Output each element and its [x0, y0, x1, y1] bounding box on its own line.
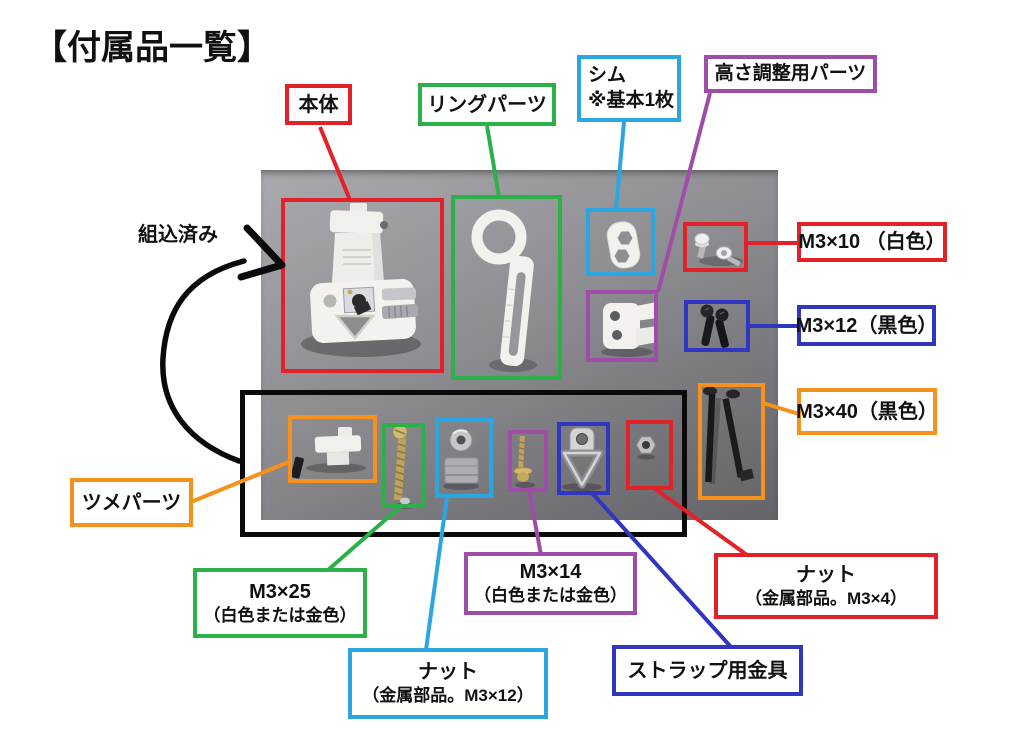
photo-box-m3x12 [684, 300, 750, 352]
callout-m3x25: M3×25 （白色または金色） [193, 568, 367, 638]
strap-fitting-part [560, 427, 604, 491]
parts-photo-drawing [290, 203, 755, 509]
m3x14-gold-screw [513, 435, 535, 488]
callout-ring-text: リングパーツ [427, 93, 547, 116]
photo-box-ring [451, 195, 562, 380]
callout-nut-m3x4-line2: （金属部品。M3×4） [745, 588, 907, 608]
callout-m3x25-line1: M3×25 [249, 580, 311, 603]
photo-box-m3x14 [508, 430, 548, 492]
preassembled-note: 組込済み [138, 224, 218, 246]
photo-box-nut-m3x4 [626, 420, 673, 490]
height-adjust-part [601, 302, 658, 357]
callout-height-adjust: 高さ調整用パーツ [704, 55, 877, 93]
callout-nut-m3x4: ナット （金属部品。M3×4） [714, 553, 938, 619]
callout-nut-m3x12: ナット （金属部品。M3×12） [348, 648, 548, 719]
callout-height-adjust-text: 高さ調整用パーツ [714, 62, 867, 84]
callout-m3x25-line2: （白色または金色） [203, 605, 357, 625]
shim-part [606, 221, 641, 269]
callout-body: 本体 [285, 84, 352, 125]
callout-body-text: 本体 [298, 93, 339, 116]
callout-strap-fitting: ストラップ用金具 [612, 645, 803, 696]
photo-box-nut-m3x12 [435, 418, 493, 498]
page-title: 【付属品一覧】 [33, 29, 271, 67]
claw-parts [290, 427, 366, 479]
callout-m3x10-text: M3×10 （白色） [798, 231, 946, 253]
callout-m3x12: M3×12（黒色） [795, 305, 938, 346]
callout-strap-fitting-text: ストラップ用金具 [627, 659, 788, 682]
callout-m3x10: M3×10 （白色） [797, 222, 947, 262]
callout-nut-m3x12-line1: ナット [418, 661, 478, 684]
callout-nut-m3x4-line1: ナット [796, 563, 856, 586]
photo-box-claw [288, 415, 377, 483]
callout-m3x40: M3×40（黒色） [796, 388, 938, 435]
m3x4-nut [635, 436, 657, 460]
photo-box-height [586, 290, 658, 362]
photo-box-m3x25 [382, 423, 425, 508]
ring-part [471, 209, 537, 372]
callout-claw-text: ツメパーツ [81, 491, 182, 514]
m3x12-nut [443, 428, 479, 490]
callout-m3x14: M3×14 （白色または金色） [464, 552, 637, 615]
callout-m3x12-text: M3×12（黒色） [795, 314, 938, 337]
callout-shim-line2: ※基本1枚 [588, 89, 675, 111]
callout-m3x40-text: M3×40（黒色） [796, 400, 938, 423]
callout-claw: ツメパーツ [70, 478, 193, 527]
callout-ring: リングパーツ [418, 83, 556, 126]
m3x40-black-screws [703, 386, 755, 485]
callout-shim-line1: シム [588, 64, 627, 86]
m3x12-black-screws [700, 304, 729, 348]
photo-box-body [281, 198, 444, 373]
callout-nut-m3x12-line2: （金属部品。M3×12） [362, 686, 534, 706]
callout-m3x14-line2: （白色または金色） [474, 586, 627, 606]
callout-m3x14-line1: M3×14 [519, 561, 582, 584]
main-body-part [301, 203, 421, 357]
photo-box-m3x10 [683, 222, 748, 272]
photo-box-strap [557, 422, 610, 495]
callout-shim: シム ※基本1枚 [577, 55, 681, 122]
photo-box-shim [586, 208, 655, 276]
photo-box-m3x40 [698, 383, 765, 500]
